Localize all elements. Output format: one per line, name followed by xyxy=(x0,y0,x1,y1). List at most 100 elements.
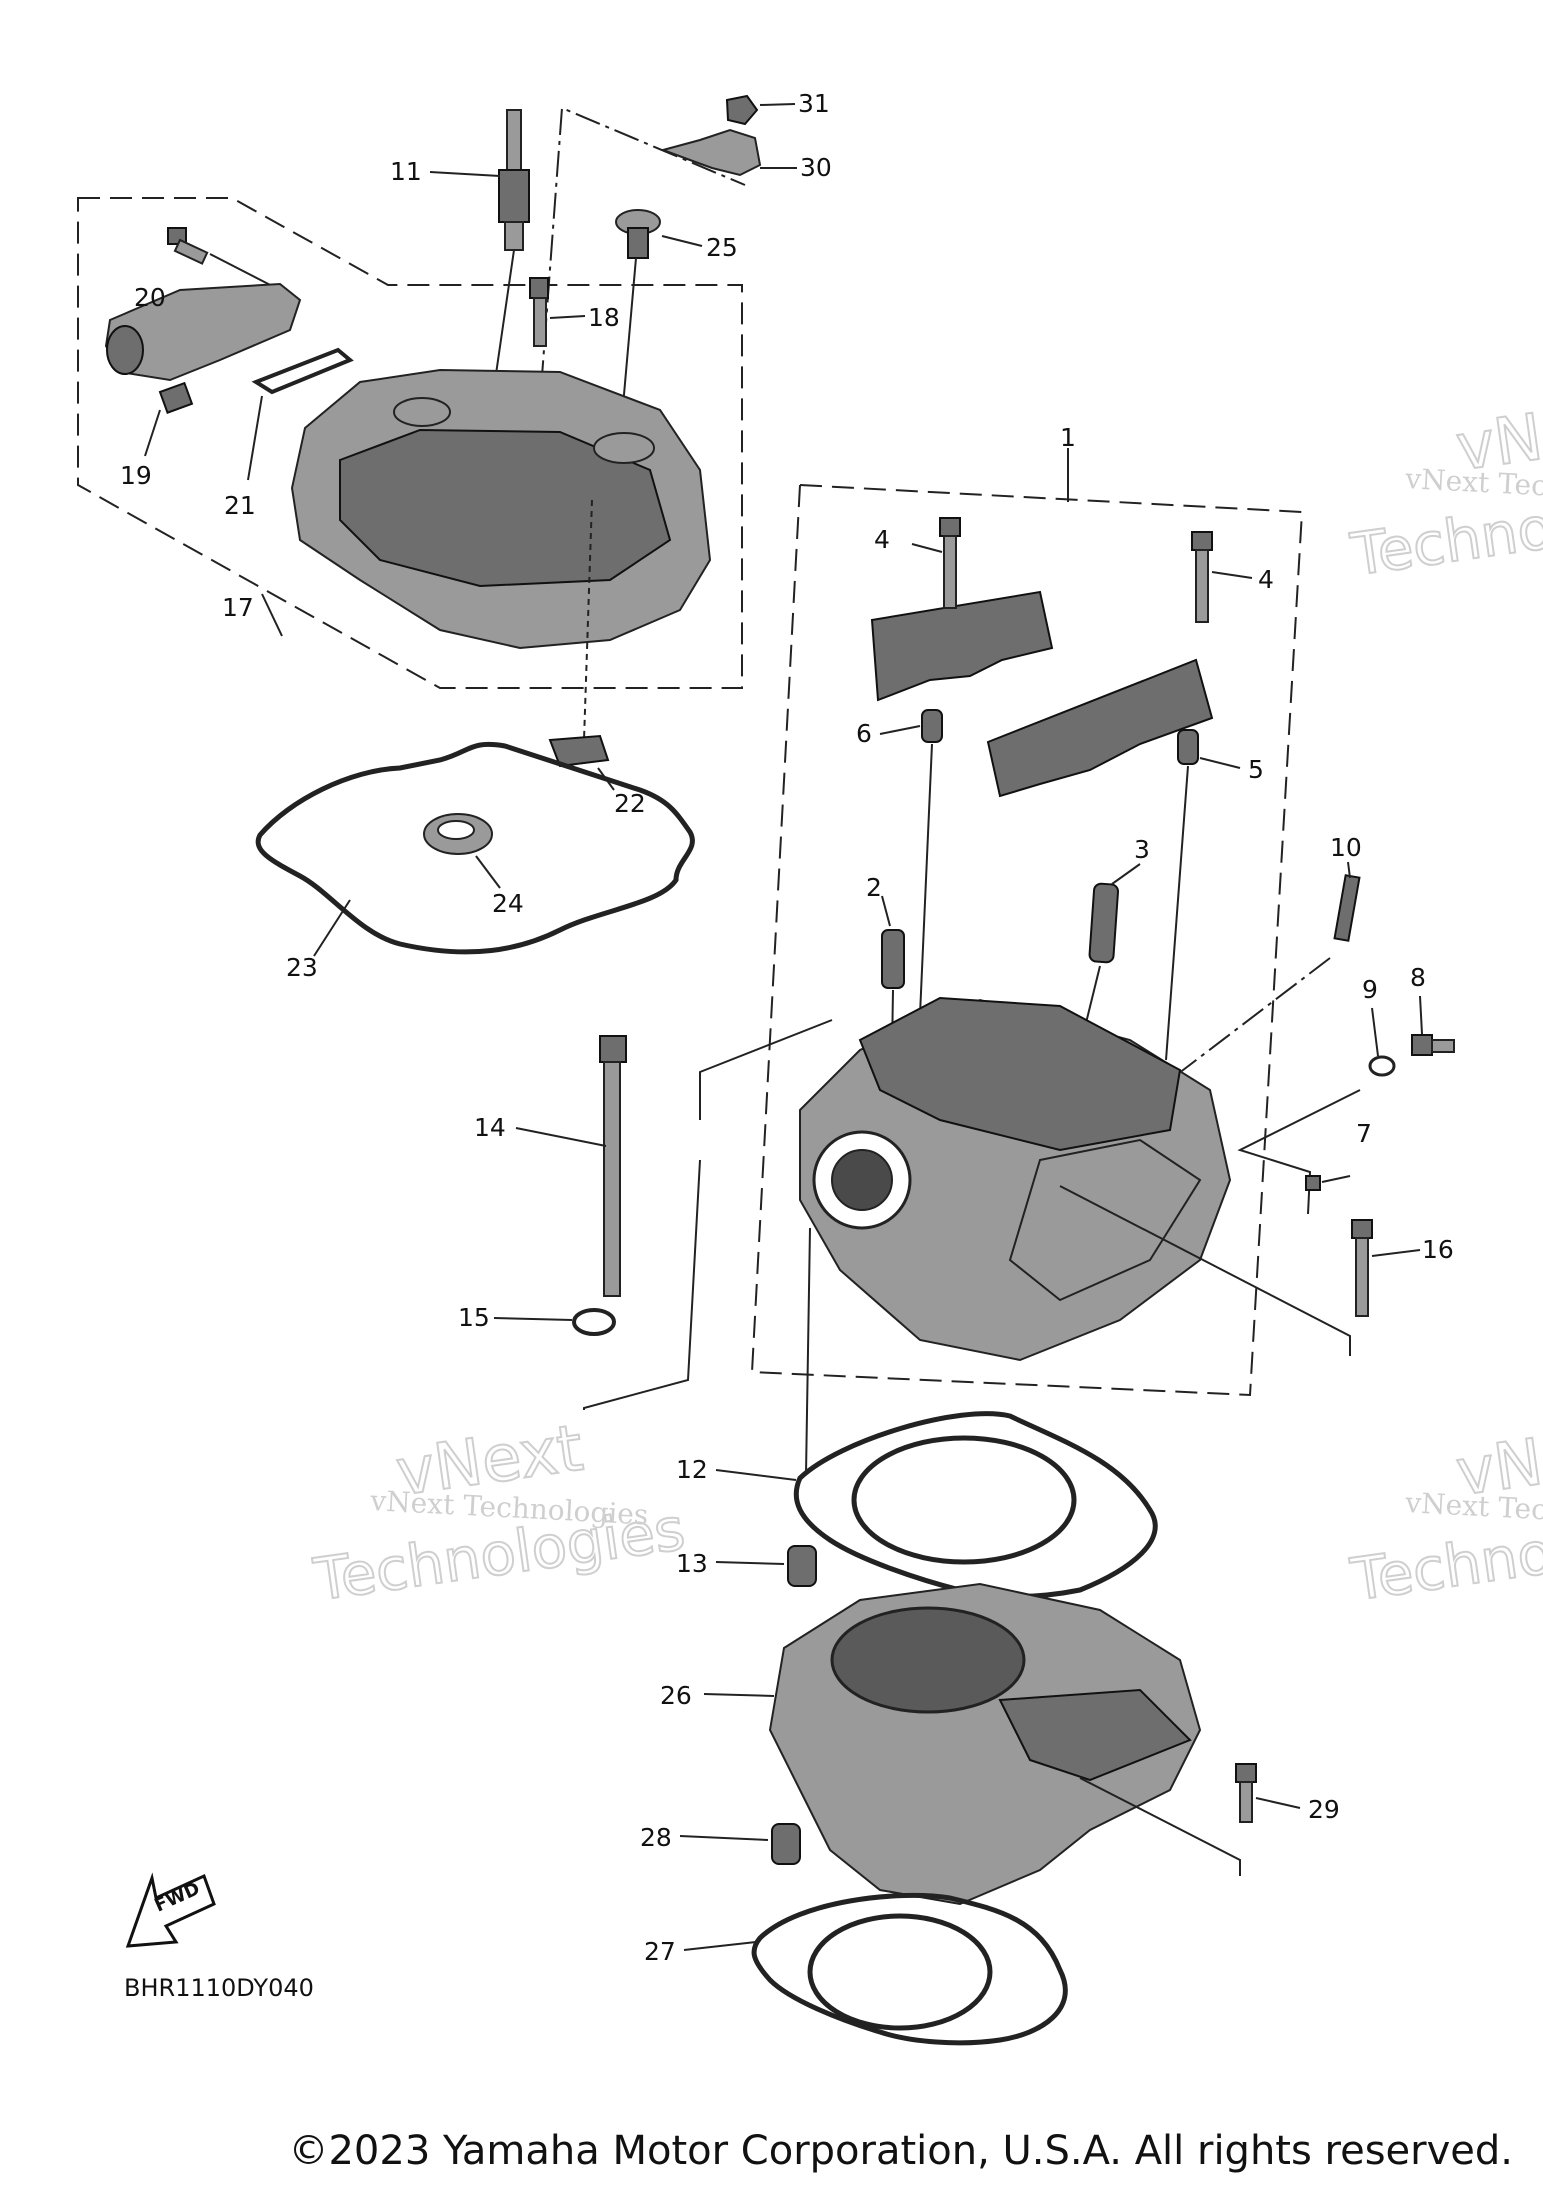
callout-23: 23 xyxy=(286,953,318,982)
callout-6: 6 xyxy=(856,719,872,748)
leader-5 xyxy=(1199,757,1241,769)
washer-9 xyxy=(1368,1055,1396,1077)
leader-29 xyxy=(1255,1797,1301,1809)
leader-5-b xyxy=(1165,765,1189,1061)
leader-24 xyxy=(475,855,501,889)
leader-14 xyxy=(515,1127,607,1147)
bolt-29 xyxy=(1235,1763,1257,1823)
callout-14: 14 xyxy=(474,1113,506,1142)
bolt-4-left xyxy=(939,517,961,609)
callout-31: 31 xyxy=(798,89,830,118)
callout-20: 20 xyxy=(134,283,166,312)
base-gasket-27 xyxy=(751,1892,1068,2046)
callout-1: 1 xyxy=(1060,423,1076,452)
leader-10 xyxy=(1347,861,1351,879)
callout-22: 22 xyxy=(614,789,646,818)
dowel-6 xyxy=(921,709,943,743)
callout-17: 17 xyxy=(222,593,254,622)
callout-16: 16 xyxy=(1422,1235,1454,1264)
leader-26 xyxy=(703,1693,775,1697)
dowel-13 xyxy=(787,1545,817,1587)
leader-16-bracket xyxy=(1059,1185,1351,1356)
group-outline-17 xyxy=(77,197,743,689)
plug-7 xyxy=(1305,1175,1321,1191)
bolt-31 xyxy=(725,94,759,126)
dowel-5 xyxy=(1177,729,1199,765)
leader-9-bracket xyxy=(1237,1089,1361,1215)
callout-18: 18 xyxy=(588,303,620,332)
callout-25: 25 xyxy=(706,233,738,262)
leader-22-align xyxy=(583,499,593,741)
gasket-23 xyxy=(255,741,695,955)
cam-cap-left xyxy=(870,590,1054,702)
group-outline-1 xyxy=(750,483,1304,1397)
callout-3: 3 xyxy=(1134,835,1150,864)
leader-4-right xyxy=(1211,571,1253,579)
leader-13 xyxy=(715,1561,785,1565)
leader-12-align xyxy=(805,1227,811,1475)
washer-15 xyxy=(572,1308,616,1336)
callout-13: 13 xyxy=(676,1549,708,1578)
gasket-21 xyxy=(251,347,354,395)
bolt-16 xyxy=(1351,1219,1373,1317)
alignment-line-10 xyxy=(1169,957,1331,1081)
leader-14-bracket-top xyxy=(699,1019,833,1120)
bolt-20 xyxy=(167,227,209,265)
copyright-text: ©2023 Yamaha Motor Corporation, U.S.A. A… xyxy=(288,2128,1513,2174)
leader-21 xyxy=(247,395,263,481)
callout-4: 4 xyxy=(874,525,890,554)
plug-22 xyxy=(548,734,610,768)
callout-15: 15 xyxy=(458,1303,490,1332)
forward-arrow-icon: FWD xyxy=(125,1872,216,1948)
callout-4: 4 xyxy=(1258,565,1274,594)
callout-24: 24 xyxy=(492,889,524,918)
callout-11: 11 xyxy=(390,157,422,186)
leader-3 xyxy=(1111,863,1141,885)
leader-19 xyxy=(144,409,161,457)
stud-10 xyxy=(1333,874,1361,942)
leader-8 xyxy=(1419,995,1423,1035)
copyright-footer: ©2023 Yamaha Motor Corporation, U.S.A. A… xyxy=(0,2128,1543,2174)
leader-4-left xyxy=(911,543,943,553)
guide-3 xyxy=(1088,882,1120,964)
leader-31 xyxy=(759,103,796,106)
tensioner-19 xyxy=(104,282,302,414)
callout-28: 28 xyxy=(640,1823,672,1852)
leader-6 xyxy=(879,725,921,735)
cap-bolt-25 xyxy=(615,209,661,259)
diagram-code: BHR1110DY040 xyxy=(124,1974,314,2002)
leader-17 xyxy=(261,593,283,637)
bolt-4-right xyxy=(1191,531,1213,623)
seal-24 xyxy=(423,813,493,855)
callout-8: 8 xyxy=(1410,963,1426,992)
callout-5: 5 xyxy=(1248,755,1264,784)
bracket-30 xyxy=(659,128,762,177)
bolt-14 xyxy=(599,1035,627,1297)
cylinder-head xyxy=(799,996,1232,1362)
leader-15 xyxy=(493,1317,573,1321)
leader-11 xyxy=(429,171,501,177)
callout-10: 10 xyxy=(1330,833,1362,862)
dowel-28 xyxy=(771,1823,801,1865)
leader-9 xyxy=(1371,1007,1379,1057)
callout-9: 9 xyxy=(1362,975,1378,1004)
leader-18 xyxy=(549,315,586,319)
cam-cap-right xyxy=(986,658,1214,798)
callout-21: 21 xyxy=(224,491,256,520)
bolt-8 xyxy=(1411,1034,1455,1056)
leader-29-bracket xyxy=(1079,1777,1241,1876)
callout-27: 27 xyxy=(644,1937,676,1966)
callout-2: 2 xyxy=(866,873,882,902)
callout-26: 26 xyxy=(660,1681,692,1710)
leader-2 xyxy=(881,895,891,927)
leader-14-bracket xyxy=(583,1159,701,1410)
leader-7 xyxy=(1321,1175,1351,1183)
callout-29: 29 xyxy=(1308,1795,1340,1824)
leader-27 xyxy=(683,1941,757,1951)
spark-plug xyxy=(498,109,530,251)
leader-12 xyxy=(715,1469,797,1481)
callout-12: 12 xyxy=(676,1455,708,1484)
leader-28 xyxy=(679,1835,769,1841)
callout-7: 7 xyxy=(1356,1119,1372,1148)
